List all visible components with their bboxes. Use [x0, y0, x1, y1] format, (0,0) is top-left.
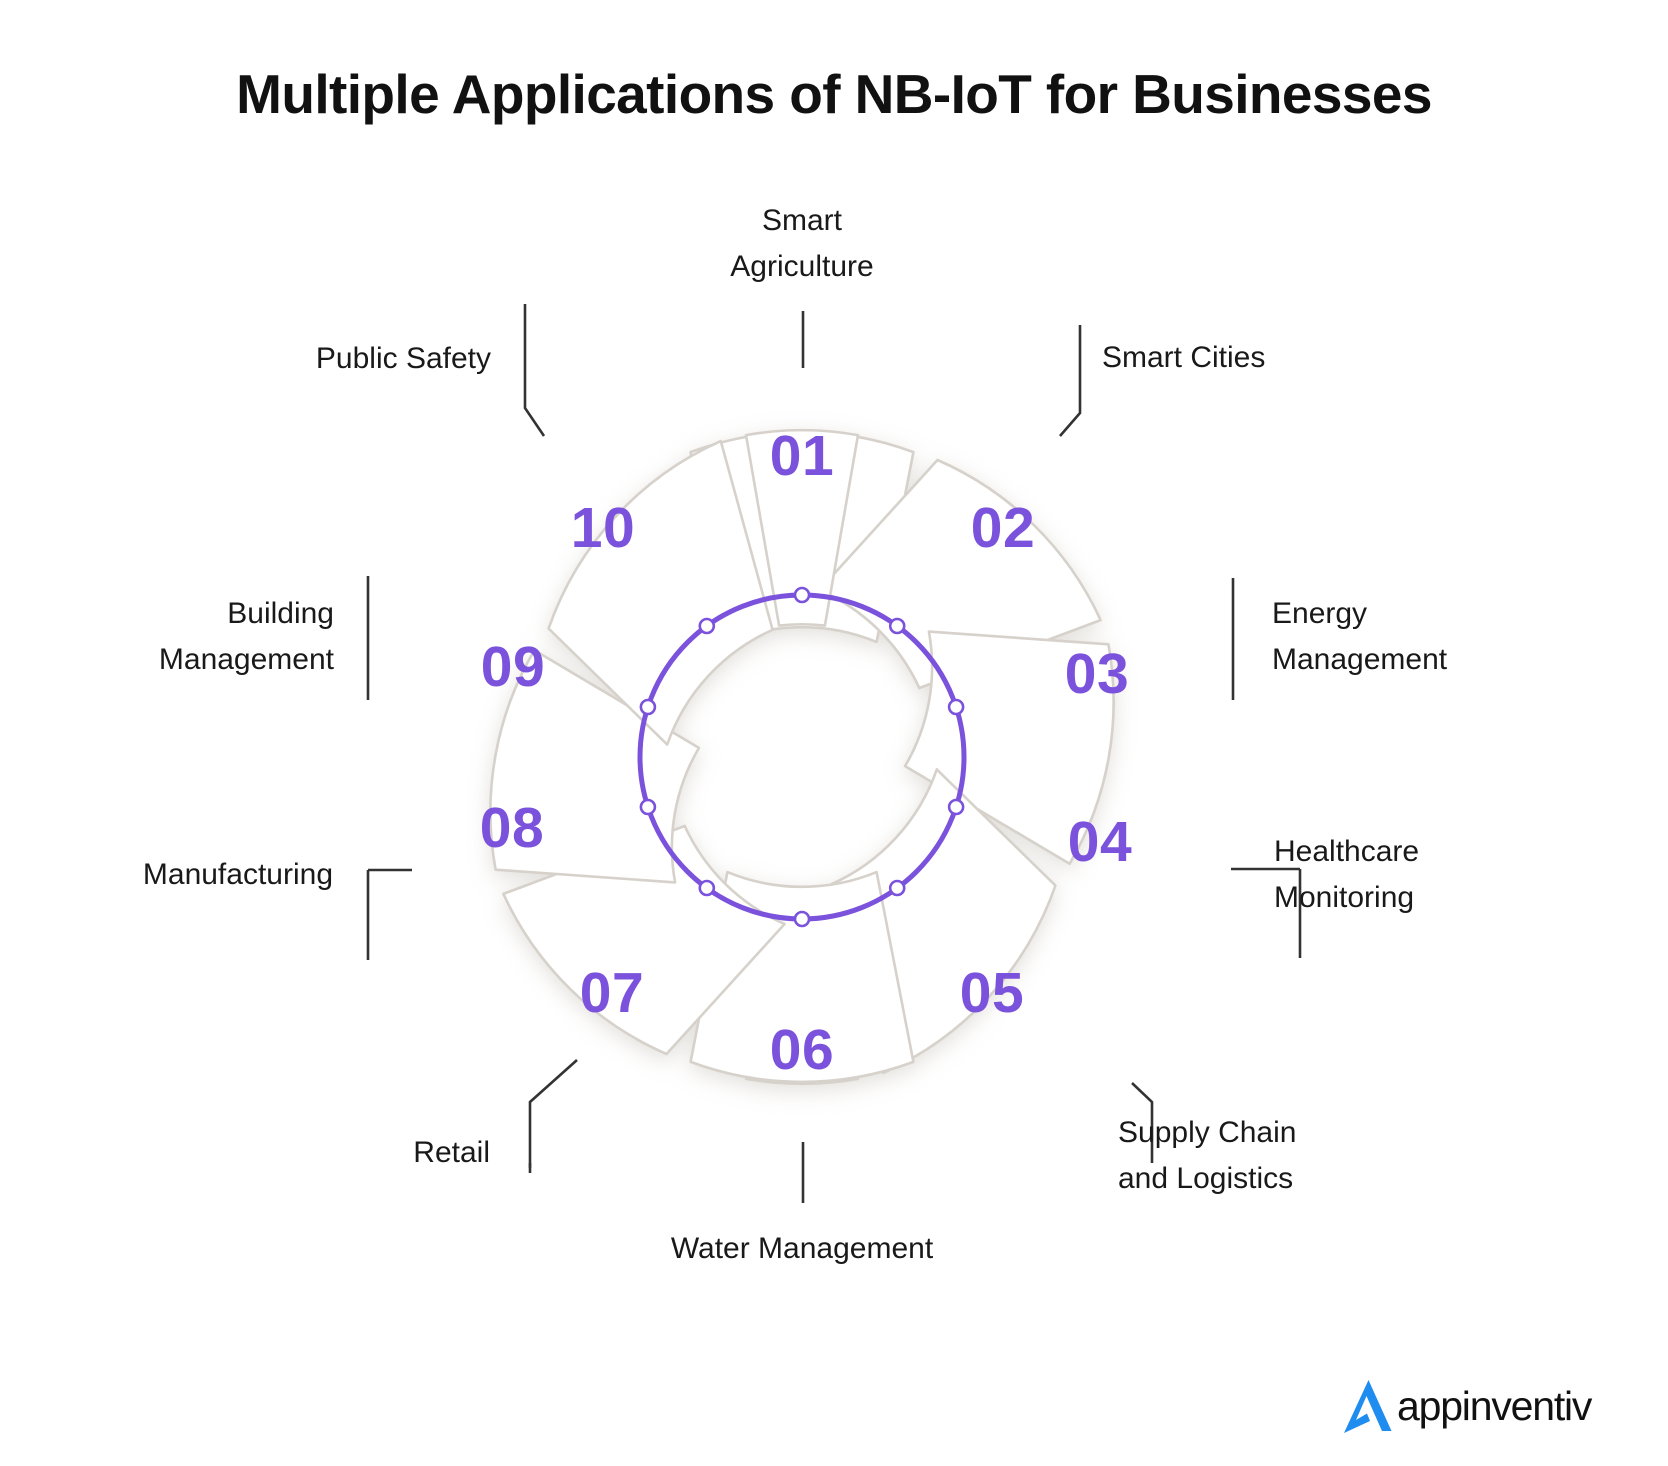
petal-number-03: 03	[1064, 642, 1130, 706]
ring-dot	[639, 798, 657, 816]
appinventiv-a-mark-icon	[1344, 1380, 1392, 1433]
ring-dot	[639, 698, 657, 716]
petal-segment-09[interactable]	[547, 439, 774, 746]
callout-label-supply-chain-and-logistics: Supply Chain and Logistics	[1118, 1116, 1297, 1195]
petal-number-07: 07	[579, 961, 645, 1025]
center-ring-dots	[639, 586, 965, 928]
ring-dot	[793, 586, 811, 604]
petal-segment-07[interactable]	[502, 824, 786, 1056]
petal-segment-02[interactable]	[818, 458, 1102, 690]
petal-number-09: 09	[480, 635, 546, 699]
connector-10	[523, 304, 546, 437]
callout-connectors	[366, 304, 1302, 1203]
appinventiv-logo[interactable]: appinventiv	[1337, 1375, 1627, 1437]
petal-number-05: 05	[959, 961, 1025, 1025]
petal-number-06: 06	[769, 1018, 835, 1082]
petal-number-04: 04	[1067, 810, 1133, 874]
callout-label-manufacturing: Manufacturing	[142, 858, 333, 891]
petal-segment-08[interactable]	[489, 648, 701, 884]
callout-label-smart-cities: Smart Cities	[1102, 341, 1266, 374]
appinventiv-wordmark: appinventiv	[1397, 1382, 1592, 1429]
callout-label-healthcare-monitoring: Healthcare Monitoring	[1274, 835, 1420, 914]
page-title: Multiple Applications of NB-IoT for Busi…	[236, 63, 1432, 125]
ring-dot	[793, 910, 811, 928]
connector-02	[1059, 325, 1082, 437]
ring-dot	[947, 798, 965, 816]
callout-label-public-safety: Public Safety	[315, 342, 491, 375]
petal-segment-03[interactable]	[903, 630, 1115, 866]
ring-dot	[947, 698, 965, 716]
callout-label-building-management: Building Management	[158, 597, 334, 676]
callout-label-retail: Retail	[413, 1136, 490, 1169]
ring-dot	[698, 879, 716, 897]
callout-label-energy-management: Energy Management	[1272, 597, 1448, 676]
petal-number-01: 01	[769, 424, 835, 488]
connector-07-line	[528, 1059, 578, 1173]
petal-number-10: 10	[570, 496, 636, 560]
callout-label-water-management: Water Management	[670, 1232, 934, 1265]
ring-dot	[888, 617, 906, 635]
ring-dot	[888, 879, 906, 897]
petal-segment-10[interactable]	[744, 428, 860, 627]
petal-number-02: 02	[970, 496, 1036, 560]
petal-number-08: 08	[479, 796, 545, 860]
ring-dot	[698, 617, 716, 635]
connector-05	[1131, 1082, 1154, 1163]
callout-label-smart-agriculture: Smart Agriculture	[730, 204, 874, 283]
